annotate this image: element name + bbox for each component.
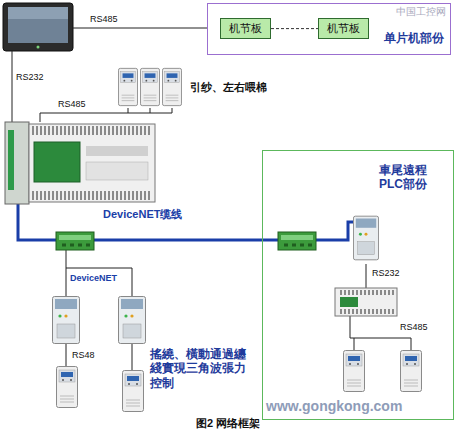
- link-line: [271, 28, 318, 29]
- bus-name: RS48: [72, 350, 95, 361]
- inverter: [123, 371, 144, 412]
- watermark: www.gongkong.com: [266, 398, 402, 415]
- plc: [8, 130, 14, 190]
- node-label: 机节板: [327, 22, 360, 35]
- bus-name: RS232: [372, 268, 400, 279]
- remote-plc: [338, 309, 394, 314]
- signal-wire: [12, 51, 13, 122]
- bus-name: RS485: [90, 14, 118, 25]
- watermark-logo: 中国工控网: [396, 6, 446, 18]
- devicenet-connector: [59, 235, 91, 240]
- remote-plc: [335, 288, 397, 316]
- plc: [5, 122, 29, 204]
- devicenet-connector: [284, 244, 312, 247]
- bus-name: RS485: [400, 322, 428, 333]
- inverter: [162, 68, 181, 105]
- touch-panel: [3, 3, 73, 51]
- devicenet-connector: [62, 244, 90, 247]
- device-note: 搖繞、橫動通過纏 綫實現三角波張力 控制: [150, 347, 256, 390]
- remote-plc: [340, 297, 358, 307]
- plc: [86, 162, 148, 180]
- plc: [34, 142, 80, 182]
- remote-plc: [335, 288, 397, 316]
- bus-name: RS232: [16, 72, 44, 83]
- node-label: 車尾遠程 PLC部份: [379, 163, 441, 192]
- plc: [5, 122, 155, 204]
- devicenet-connector: [56, 232, 94, 250]
- touch-panel: [8, 7, 68, 19]
- plc: [29, 124, 155, 202]
- devicenet-connector: [56, 232, 316, 250]
- inverter: [140, 68, 159, 105]
- touch-panel: [3, 3, 73, 51]
- board-box: 机节板: [318, 18, 369, 39]
- figure-caption: 图2 网络框架: [196, 417, 260, 430]
- touch-panel: [37, 46, 40, 49]
- remote-plc: [338, 290, 394, 295]
- plc: [86, 146, 148, 156]
- bus-name: DeviceNET: [70, 273, 117, 284]
- board-box: 机节板: [220, 18, 271, 39]
- touch-panel: [8, 7, 68, 43]
- inverter: [344, 351, 365, 392]
- plc: [32, 126, 152, 135]
- devicenet-module: [353, 216, 378, 260]
- signal-wire: [66, 250, 132, 296]
- signal-wire: [40, 108, 172, 122]
- devicenet-module: [53, 216, 379, 343]
- node-label: 机节板: [229, 22, 262, 35]
- devicenet-connector: [281, 235, 313, 240]
- plc: [32, 191, 152, 200]
- devicenet-module: [119, 297, 146, 344]
- inverter: [57, 367, 78, 408]
- devicenet-connector: [278, 232, 316, 250]
- device-note: 引纱、左右喂棉: [190, 81, 267, 94]
- bus-name: RS485: [58, 99, 86, 110]
- devicenet-module: [53, 297, 80, 344]
- inverter: [118, 68, 137, 105]
- remote-region: 車尾遠程 PLC部份: [262, 150, 454, 420]
- signal-wire: [73, 28, 207, 29]
- inverter: [401, 351, 422, 392]
- inverter: [57, 68, 422, 411]
- node-label: 单片机部份: [384, 31, 444, 45]
- cable-name: DeviceNET缆线: [103, 208, 182, 221]
- signal-wire: [12, 28, 411, 370]
